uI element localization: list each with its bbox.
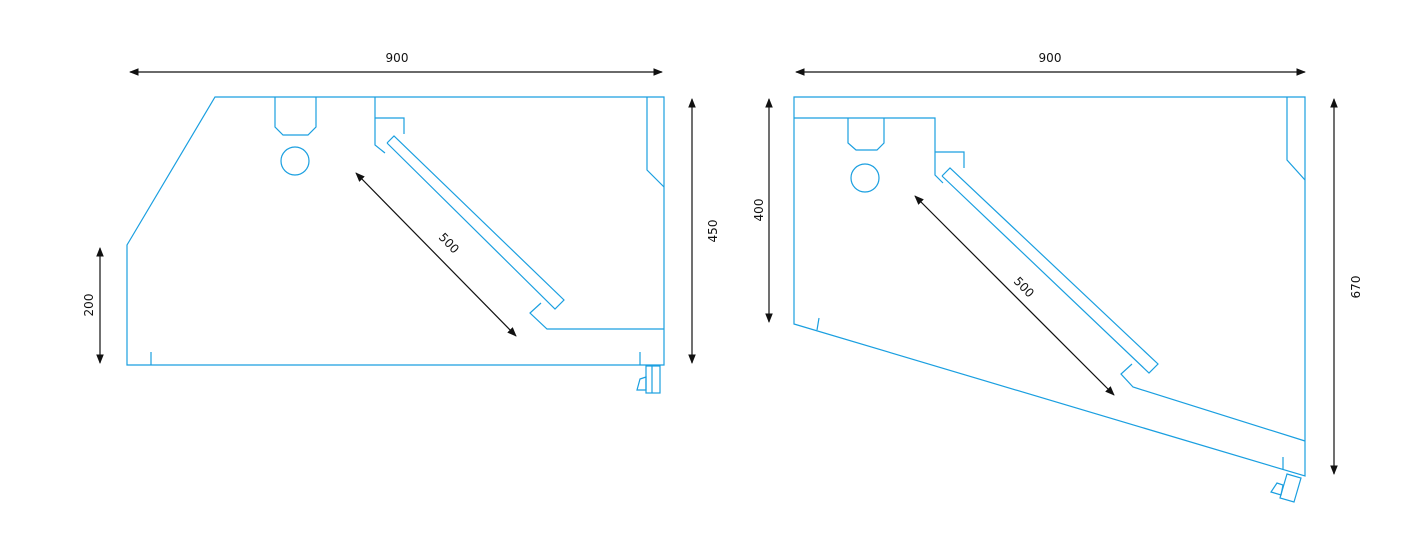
glass-panel xyxy=(941,167,1159,374)
drawing-angled: 900 670 400 500 xyxy=(752,51,1363,503)
height-dimension-label: 450 xyxy=(706,220,720,243)
height-dimension-label: 670 xyxy=(1349,276,1363,299)
glass-panel xyxy=(386,135,565,310)
left-height-dimension-label: 400 xyxy=(752,199,766,222)
right-wall-niche xyxy=(1286,97,1306,181)
tick-mark xyxy=(816,317,820,331)
right-wall-niche xyxy=(646,97,665,188)
wall-bracket xyxy=(935,151,965,168)
toilet-bowl xyxy=(280,146,310,176)
wall-bracket xyxy=(375,117,405,134)
drawing-straight: 900 450 200 500 xyxy=(82,51,720,394)
panel-base xyxy=(1120,363,1306,442)
panel-length-dimension-arrow xyxy=(914,195,1115,396)
toilet-bowl xyxy=(850,163,880,193)
width-dimension-label: 900 xyxy=(1039,51,1062,65)
door-handle xyxy=(636,365,661,394)
panel-base xyxy=(529,302,664,330)
door-handle xyxy=(1270,473,1302,503)
room-outline xyxy=(793,96,1306,477)
toilet-tank xyxy=(847,118,885,151)
wall-segment xyxy=(374,97,386,154)
room-outline xyxy=(126,96,665,366)
toilet-tank xyxy=(274,97,317,136)
panel-length-dimension-arrow xyxy=(355,172,517,337)
inner-wall xyxy=(794,117,944,184)
left-height-dimension-label: 200 xyxy=(82,294,96,317)
panel-length-dimension-label: 500 xyxy=(436,230,462,256)
width-dimension-label: 900 xyxy=(386,51,409,65)
